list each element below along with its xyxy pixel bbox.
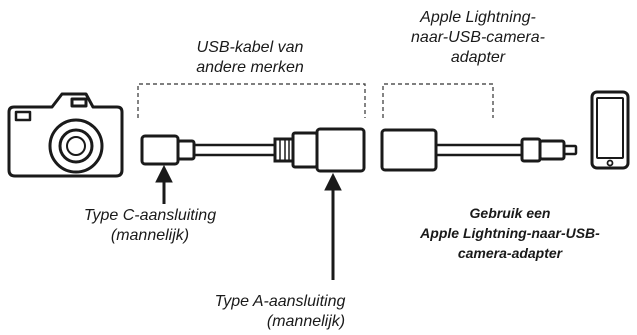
apple-adapter-label: Apple Lightning- naar-USB-camera- adapte… (378, 8, 578, 68)
lightning-plug-icon (562, 144, 578, 156)
usb-a-plug-icon (273, 127, 366, 173)
usb-cable-label-line2: andere merken (196, 59, 304, 76)
type-c-label-line2: (mannelijk) (110, 227, 190, 244)
usb-c-plug-icon (140, 134, 196, 166)
camera-icon (7, 92, 124, 178)
adapter-bracket (382, 83, 494, 118)
usb-cable-bracket (137, 83, 366, 118)
apple-adapter-label-line1: Apple Lightning- (420, 9, 536, 26)
smartphone-icon (590, 90, 630, 170)
arrow-type-c (155, 164, 173, 204)
usage-note-line2: Apple Lightning-naar-USB- (420, 225, 600, 241)
adapter-icon (380, 128, 566, 172)
apple-adapter-label-line2: naar-USB-camera- (411, 29, 545, 46)
type-c-label-line1: Type C-aansluiting (83, 207, 217, 224)
usage-note-line1: Gebruik een (469, 205, 551, 221)
usb-cable (194, 143, 275, 157)
apple-adapter-label-line3: adapter (450, 49, 506, 66)
type-a-label-line2: (mannelijk) (266, 313, 346, 330)
usb-cable-label: USB-kabel van andere merken (170, 38, 330, 78)
type-a-label-line1: Type A-aansluiting (214, 293, 346, 310)
arrow-type-a (324, 172, 342, 280)
type-a-label: Type A-aansluiting (mannelijk) (180, 292, 380, 332)
usage-note-line3: camera-adapter (457, 245, 563, 261)
usb-cable-label-line1: USB-kabel van (196, 39, 304, 56)
usage-note: Gebruik een Apple Lightning-naar-USB- ca… (400, 203, 620, 263)
type-c-label: Type C-aansluiting (mannelijk) (70, 206, 230, 246)
